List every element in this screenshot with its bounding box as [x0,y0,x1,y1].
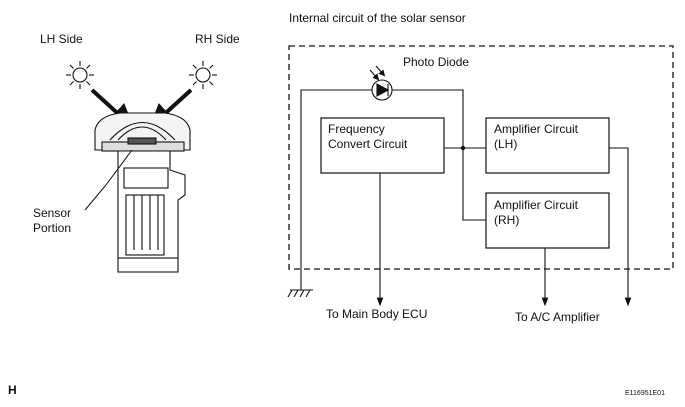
circuit-wires [300,89,632,307]
solar-sensor-illustration [94,112,191,273]
sun-icon-rh [189,61,217,89]
sensor-portion-leader [84,149,133,211]
to-main-body-ecu-label: To Main Body ECU [326,307,428,321]
sensor-portion-label-line2: Portion [33,221,72,235]
amplifier-lh-line2: (LH) [494,137,518,151]
amplifier-rh-line1: Amplifier Circuit [494,198,579,212]
sensor-portion-label-line1: Sensor [33,206,72,220]
photo-diode-label: Photo Diode [403,55,470,69]
diagram-title: Internal circuit of the solar sensor [289,11,466,25]
amplifier-rh-line2: (RH) [494,213,520,227]
frequency-block-line1: Frequency [328,122,385,136]
footer-left-code: H [8,383,17,397]
amplifier-lh-block [485,117,610,174]
sensor-boundary [288,45,674,270]
frequency-block-line2: Convert Circuit [328,137,408,151]
ground-icon [287,289,313,298]
frequency-convert-block [320,117,445,174]
sun-icon-lh [66,61,94,89]
rh-side-label: RH Side [195,32,240,46]
photo-diode-icon [369,65,393,101]
to-ac-amplifier-label: To A/C Amplifier [515,310,600,324]
amplifier-lh-line1: Amplifier Circuit [494,122,579,136]
footer-right-code: E116951E01 [625,390,665,397]
amplifier-rh-block [485,192,610,249]
junction-dot [460,145,466,151]
lh-side-label: LH Side [40,32,83,46]
